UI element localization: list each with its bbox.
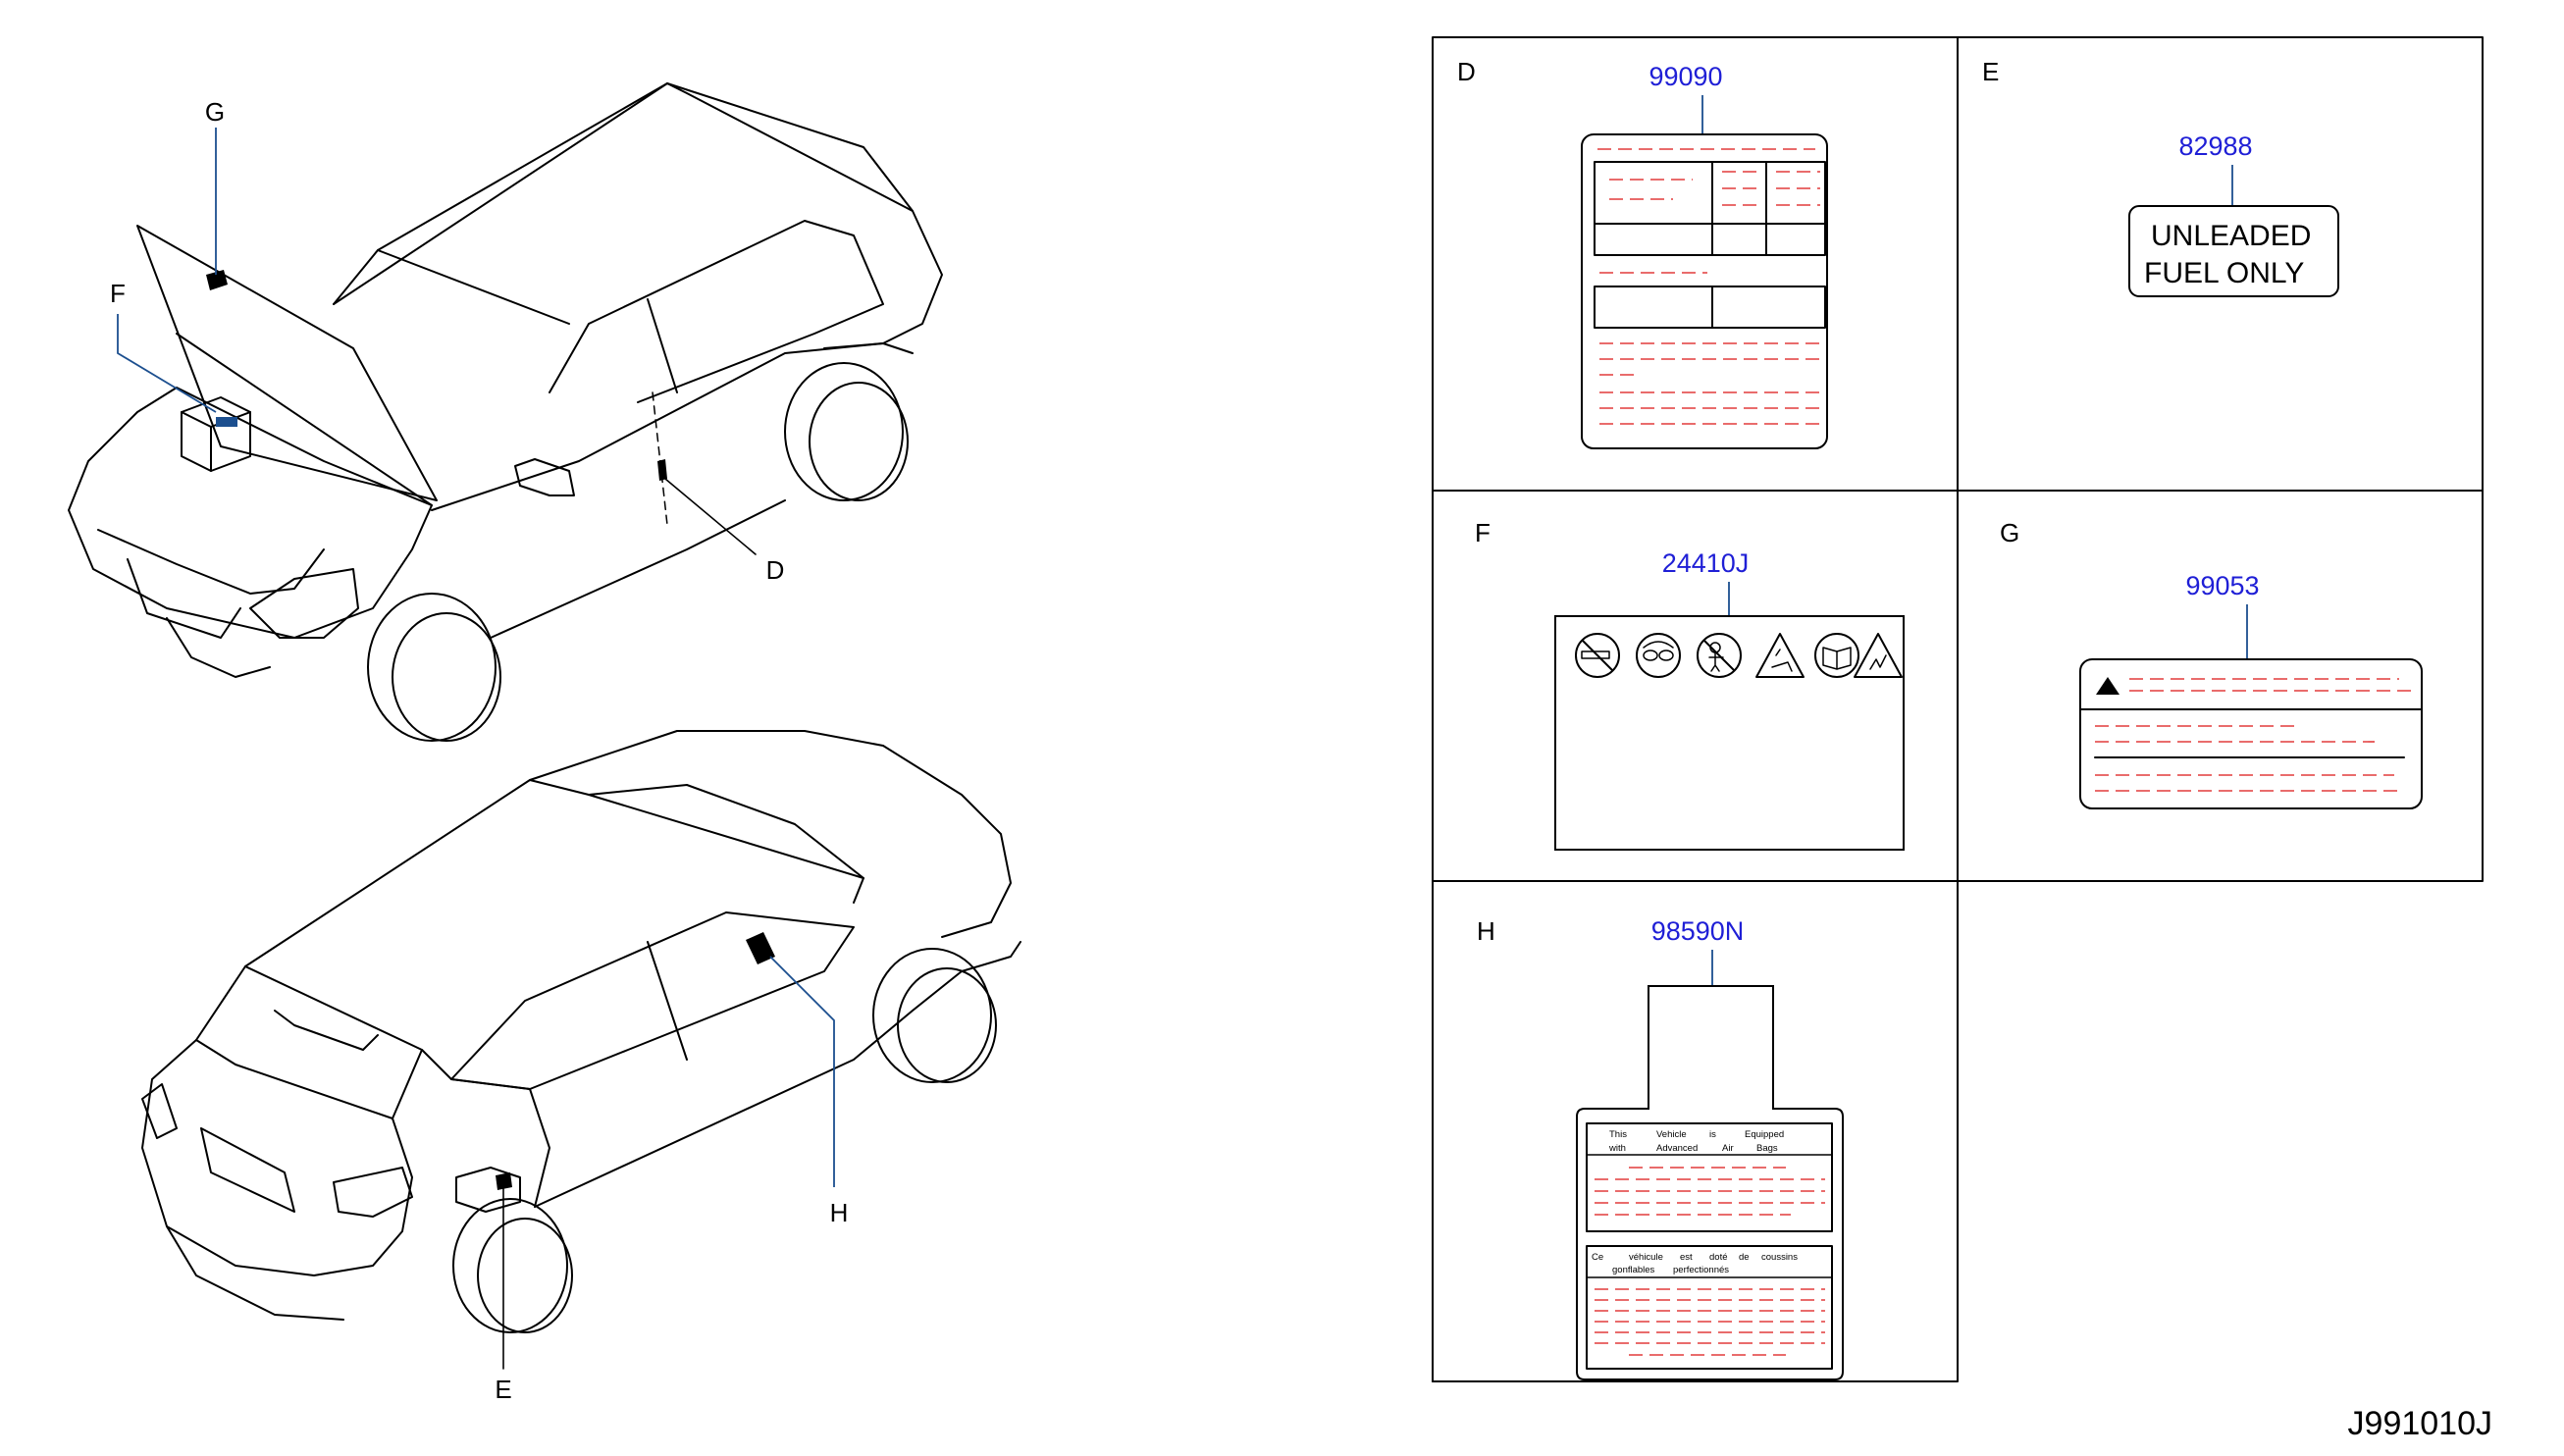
label-h-en-word: Air xyxy=(1722,1143,1734,1154)
cell-f: F 24410J xyxy=(1475,518,1905,851)
callout-h: H xyxy=(830,1198,849,1227)
cell-e-part-number: 82988 xyxy=(2178,131,2252,161)
label-h-en-word: This xyxy=(1609,1129,1627,1140)
callout-f: F xyxy=(110,279,126,308)
rear-vehicle-drawing xyxy=(141,730,1021,1370)
cell-f-id: F xyxy=(1475,518,1491,547)
door-label-d-mark xyxy=(657,459,667,481)
keep-children-away-icon xyxy=(1697,633,1742,678)
label-h-en-word: Bags xyxy=(1756,1143,1778,1154)
cell-h-id: H xyxy=(1477,916,1495,946)
pillar-label-h-mark xyxy=(746,932,775,964)
front-vehicle-drawing xyxy=(68,82,943,742)
cell-f-part-number: 24410J xyxy=(1662,548,1750,578)
eye-protection-icon xyxy=(1636,633,1681,678)
acid-warning-icon xyxy=(1755,633,1805,678)
callout-e: E xyxy=(495,1375,511,1404)
label-h-fr-word: Ce xyxy=(1592,1252,1603,1263)
label-e-line1: UNLEADED xyxy=(2151,220,2311,252)
label-h-fr-word: est xyxy=(1680,1252,1693,1263)
label-h-fr-word: coussins xyxy=(1761,1252,1798,1263)
battery-drawing xyxy=(181,396,251,472)
caution-triangle-icon xyxy=(2096,677,2119,695)
cell-e: E 82988 UNLEADED FUEL ONLY xyxy=(1982,57,2339,297)
label-h-en-word: Equipped xyxy=(1745,1129,1784,1140)
label-table xyxy=(1432,36,2484,1382)
explosion-warning-icon xyxy=(1854,633,1903,678)
airbag-hang-tag-label: This Vehicle is Equipped with Advanced A… xyxy=(1576,985,1844,1380)
cell-g-part-number: 99053 xyxy=(2185,571,2259,600)
drawing-code: J991010J xyxy=(2348,1405,2492,1442)
cell-h-part-number: 98590N xyxy=(1651,916,1745,946)
hood-label-g-mark xyxy=(206,270,228,290)
label-99090-drawing xyxy=(1581,133,1828,449)
label-h-en-word: with xyxy=(1608,1143,1626,1154)
cell-d-part-number: 99090 xyxy=(1648,62,1722,91)
label-99053-drawing xyxy=(2079,658,2423,809)
label-h-fr-word: perfectionnés xyxy=(1673,1265,1729,1275)
label-h-en-word: Vehicle xyxy=(1656,1129,1687,1140)
battery-warning-label xyxy=(1554,615,1905,851)
cell-e-id: E xyxy=(1982,57,1999,86)
label-h-fr-word: doté xyxy=(1709,1252,1728,1263)
cell-h: H 98590N This Vehicle is Equipped with A… xyxy=(1477,916,1844,1380)
cell-g-id: G xyxy=(2000,518,2019,547)
label-h-en-word: is xyxy=(1709,1129,1716,1140)
label-h-fr-word: gonflables xyxy=(1612,1265,1655,1275)
cell-g: G 99053 xyxy=(2000,518,2423,809)
cell-d: D 99090 xyxy=(1457,57,1828,449)
label-h-fr-word: véhicule xyxy=(1629,1252,1663,1263)
callout-g: G xyxy=(205,97,225,127)
fuel-lid-label-e-mark xyxy=(496,1172,512,1190)
read-manual-icon xyxy=(1814,633,1859,678)
no-smoking-icon xyxy=(1575,633,1620,678)
label-e-line2: FUEL ONLY xyxy=(2144,257,2304,289)
cell-d-id: D xyxy=(1457,57,1476,86)
unleaded-fuel-only-label: UNLEADED FUEL ONLY xyxy=(2128,205,2339,297)
label-h-fr-word: de xyxy=(1739,1252,1750,1263)
callout-d: D xyxy=(766,555,785,585)
label-h-en-word: Advanced xyxy=(1656,1143,1698,1154)
